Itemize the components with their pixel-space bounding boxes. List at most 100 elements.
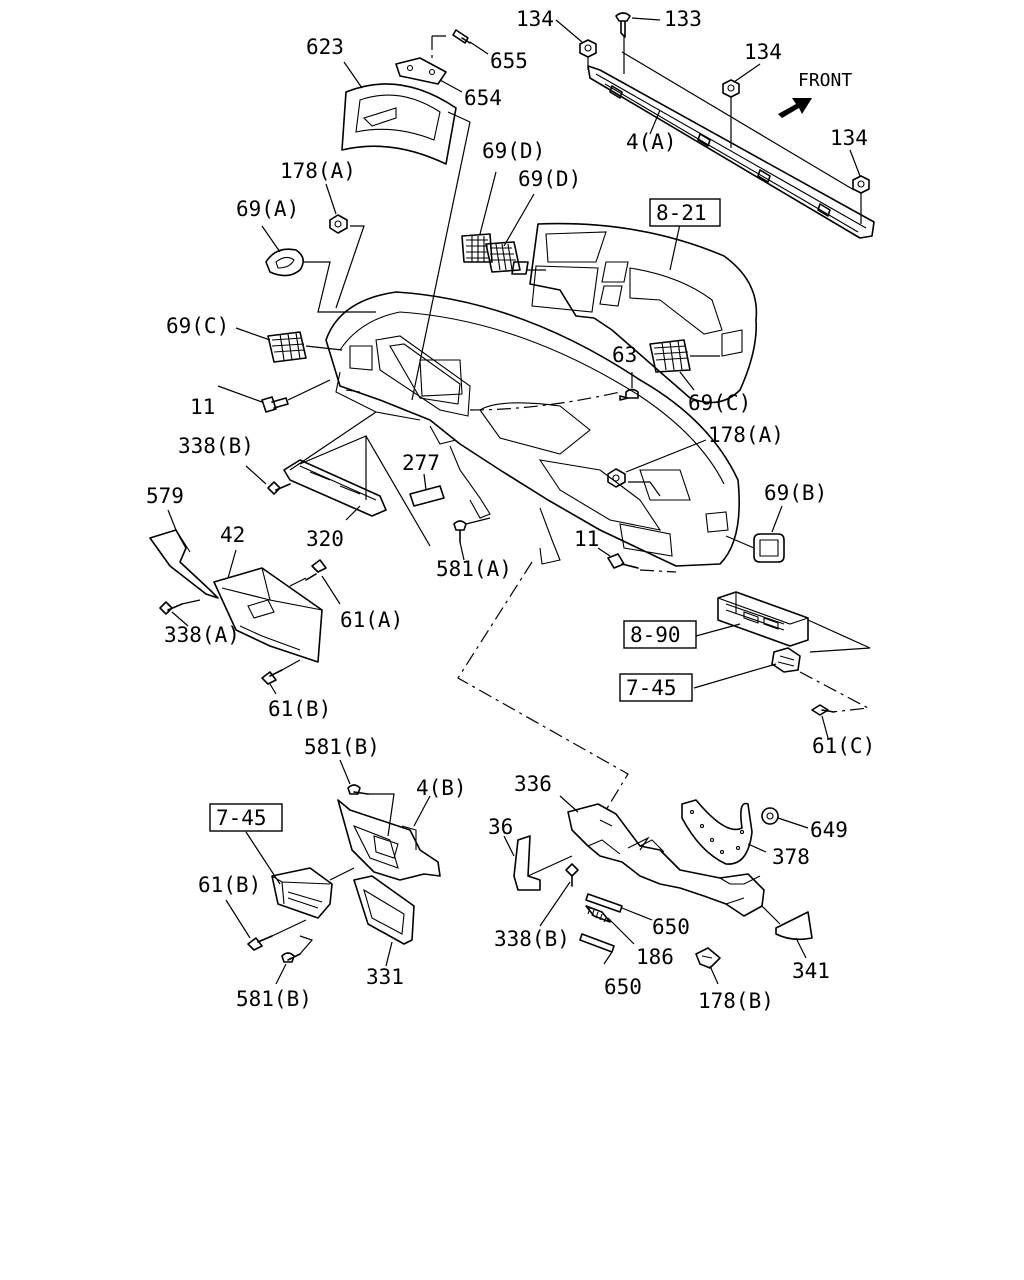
label-69a: 69(A) xyxy=(236,197,299,221)
label-338a: 338(A) xyxy=(164,623,240,647)
strip-650 xyxy=(579,893,623,953)
vent-69d-icon xyxy=(461,233,529,275)
screw-655-icon xyxy=(452,29,471,44)
label-69c: 69(C) xyxy=(166,314,229,338)
label-178a: 178(A) xyxy=(708,423,784,447)
label-178b: 178(B) xyxy=(698,989,774,1013)
ref-8-21-label: 8-21 xyxy=(656,201,707,225)
label-650: 650 xyxy=(652,915,690,939)
label-320: 320 xyxy=(306,527,344,551)
vent-69c-right-icon xyxy=(649,339,691,373)
nut-178a-icon xyxy=(329,214,348,234)
screw-338b-icon xyxy=(267,481,291,495)
front-label: FRONT xyxy=(798,70,852,91)
screw-581a-icon xyxy=(453,520,467,543)
bolt-11-icon xyxy=(261,396,289,413)
screw-63-icon xyxy=(619,388,639,401)
label-579: 579 xyxy=(146,484,184,508)
ref-box-7-45-right: 7-45 xyxy=(619,673,693,702)
label-42: 42 xyxy=(220,523,245,547)
screw-581b-icon xyxy=(347,784,369,795)
cover-341 xyxy=(775,911,813,941)
label-134: 134 xyxy=(744,40,782,64)
label-63: 63 xyxy=(612,343,637,367)
lower-panel-336 xyxy=(567,803,765,917)
label-378: 378 xyxy=(772,845,810,869)
label-654: 654 xyxy=(464,86,502,110)
screw-61b-bottom-icon xyxy=(247,935,273,951)
label-134: 134 xyxy=(516,7,554,31)
screw-61c-icon xyxy=(811,704,835,716)
ref-box-7-45-left: 7-45 xyxy=(209,803,283,832)
label-655: 655 xyxy=(490,49,528,73)
bracket-320 xyxy=(283,459,387,517)
cluster-bezel-8-21 xyxy=(529,222,758,404)
label-649: 649 xyxy=(810,818,848,842)
label-338b: 338(B) xyxy=(178,434,254,458)
label-331: 331 xyxy=(366,965,404,989)
audio-unit-8-90 xyxy=(717,591,809,647)
bracket-7-45-right xyxy=(771,647,801,673)
bezel-331 xyxy=(353,875,415,945)
label-69d: 69(D) xyxy=(482,139,545,163)
label-336: 336 xyxy=(514,772,552,796)
glove-box-42 xyxy=(213,567,323,663)
label-581b: 581(B) xyxy=(236,987,312,1011)
label-133: 133 xyxy=(664,7,702,31)
label-581b: 581(B) xyxy=(304,735,380,759)
screw-61a-icon xyxy=(305,559,327,581)
label-623: 623 xyxy=(306,35,344,59)
label-4a: 4(A) xyxy=(626,130,677,154)
label-178a: 178(A) xyxy=(280,159,356,183)
spring-186 xyxy=(585,905,611,923)
label-61b: 61(B) xyxy=(198,873,261,897)
label-338b: 338(B) xyxy=(494,927,570,951)
label-186: 186 xyxy=(636,945,674,969)
label-61c: 61(C) xyxy=(812,734,875,758)
screw-338a-icon xyxy=(159,601,183,615)
screw-133-icon xyxy=(615,12,631,38)
bracket-36 xyxy=(513,835,541,891)
front-arrow-icon xyxy=(778,98,812,118)
label-4b: 4(B) xyxy=(416,776,467,800)
vent-69c-icon xyxy=(267,331,307,363)
label-277: 277 xyxy=(402,451,440,475)
cover-4b xyxy=(337,799,441,881)
ref-box-8-90: 8-90 xyxy=(623,620,697,649)
vent-69a-icon xyxy=(265,248,304,277)
nut-134-icon xyxy=(579,39,870,194)
bolt-11-right-icon xyxy=(607,553,639,569)
label-650: 650 xyxy=(604,975,642,999)
label-61a: 61(A) xyxy=(340,608,403,632)
label-61b: 61(B) xyxy=(268,697,331,721)
label-581a: 581(A) xyxy=(436,557,512,581)
nut-649-icon xyxy=(761,807,779,825)
part-labels: 134 133 134 134 623 655 654 FRONT 4(A) 1… xyxy=(146,7,875,1013)
label-11: 11 xyxy=(190,395,215,419)
label-69c: 69(C) xyxy=(688,391,751,415)
label-69b: 69(B) xyxy=(764,481,827,505)
ref-box-8-21: 8-21 xyxy=(649,198,721,227)
label-11: 11 xyxy=(574,527,599,551)
bracket-654 xyxy=(395,57,447,85)
clip-178b-icon xyxy=(695,947,721,969)
ref-7-45-left-label: 7-45 xyxy=(216,806,267,830)
cluster-hood-623 xyxy=(341,83,457,165)
nut-178a-mid-icon xyxy=(607,468,626,488)
screw-338b-bottom-icon xyxy=(565,863,579,887)
bracket-378 xyxy=(681,799,753,865)
label-277 xyxy=(409,485,445,507)
screw-581b-bottom-icon xyxy=(281,952,301,963)
label-134: 134 xyxy=(830,126,868,150)
bracket-7-45-left xyxy=(271,867,333,919)
label-36: 36 xyxy=(488,815,513,839)
vent-69b-icon xyxy=(753,533,785,563)
ref-8-90-label: 8-90 xyxy=(630,623,681,647)
label-341: 341 xyxy=(792,959,830,983)
ref-7-45-right-label: 7-45 xyxy=(626,676,677,700)
screw-61b-icon xyxy=(261,669,283,685)
instrument-panel xyxy=(325,291,740,567)
retainer-4a xyxy=(587,65,875,239)
cover-579 xyxy=(149,529,219,599)
